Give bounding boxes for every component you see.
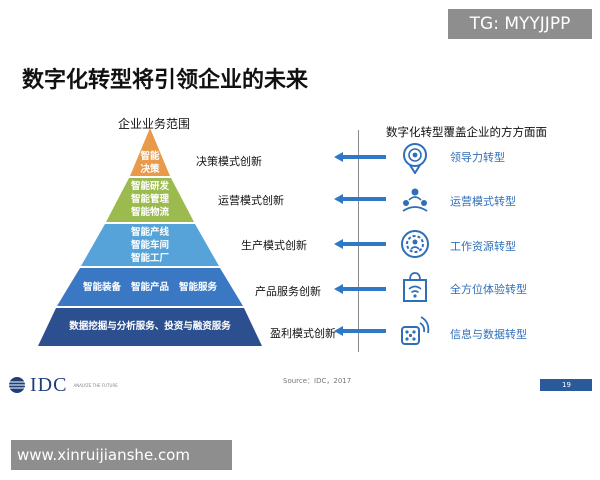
arrow-left-icon (334, 284, 386, 294)
tier4-text-b: 智能产品 (130, 282, 169, 293)
level-label-decision: 决策模式创新 (196, 155, 262, 168)
aspect-label-workforce: 工作资源转型 (450, 240, 516, 253)
pyramid-tier-operations (106, 178, 194, 222)
pyramid-tier-decision (130, 128, 170, 176)
aspect-label-experience: 全方位体验转型 (450, 283, 527, 296)
vertical-divider (358, 130, 359, 352)
leadership-icon (403, 143, 427, 174)
dice-signal-icon (401, 316, 430, 345)
arrow-left-icon (334, 152, 386, 162)
arrow-left-icon (334, 326, 386, 336)
idc-logo: IDC ANALYZE THE FUTURE (8, 373, 118, 396)
level-label-profit: 盈利模式创新 (270, 327, 336, 340)
level-label-operations: 运营模式创新 (218, 194, 284, 207)
aspect-label-leadership: 领导力转型 (450, 151, 505, 164)
aspects-heading: 数字化转型覆盖企业的方方面面 (386, 125, 547, 139)
people-operations-icon (402, 188, 428, 212)
pyramid-tier-product-service (57, 268, 243, 306)
level-label-production: 生产模式创新 (241, 239, 307, 252)
globe-icon (9, 377, 25, 393)
aspect-label-data: 信息与数据转型 (450, 328, 527, 341)
source-note: Source：IDC，2017 (283, 377, 352, 385)
level-label-product-service: 产品服务创新 (255, 285, 321, 298)
tier1-text: 智能决策 (140, 151, 160, 175)
pyramid-tier-production (81, 224, 219, 266)
logo-text: IDC (30, 373, 68, 396)
pyramid-heading: 企业业务范围 (118, 117, 191, 131)
workforce-gear-icon (401, 230, 429, 258)
logo-subtext: ANALYZE THE FUTURE (73, 382, 118, 388)
arrow-left-icon (334, 194, 386, 204)
watermark-url: www.xinruijianshe.com (11, 440, 232, 470)
tier5-text: 数据挖掘与分析服务、投资与融资服务 (69, 321, 231, 332)
shopping-bag-wifi-icon (403, 272, 427, 302)
tier4-text-a: 智能装备 (82, 282, 121, 293)
arrow-left-icon (334, 239, 386, 249)
pyramid-tier-profit (38, 308, 262, 346)
page-number: 19 (540, 379, 592, 391)
tier3-text: 智能产线智能车间智能工厂 (130, 227, 169, 264)
aspect-label-operations: 运营模式转型 (450, 195, 516, 208)
watermark-badge: TG: MYYJJPP (448, 9, 592, 39)
tier4-text-c: 智能服务 (178, 282, 217, 293)
tier2-text: 智能研发智能管理智能物流 (130, 181, 169, 218)
slide-title: 数字化转型将引领企业的未来 (22, 68, 309, 93)
